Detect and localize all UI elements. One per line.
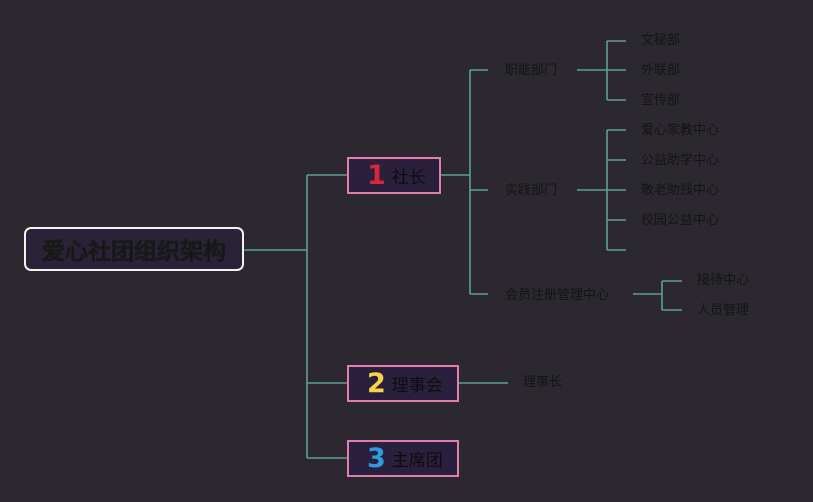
leaf-jinglao[interactable]: 敬老助残中心 (641, 183, 720, 198)
leaf-jiedai[interactable]: 接待中心 (697, 273, 750, 288)
subtopic-zhineng[interactable]: 职能部门 (505, 63, 558, 78)
topic-number-3: 3 (367, 443, 386, 474)
topic-shezhang-label: 社长 (391, 168, 426, 188)
topic-zhuxituan[interactable]: 3 主席团 (347, 440, 459, 477)
leaf-lishizhang[interactable]: 理事长 (523, 375, 563, 390)
leaf-xuanchuan[interactable]: 宣传部 (641, 93, 681, 108)
leaf-xiaoyuan[interactable]: 校园公益中心 (641, 213, 720, 228)
root-topic-label: 爱心社团组织架构 (42, 239, 227, 266)
topic-zhuxituan-label: 主席团 (391, 451, 443, 471)
root-topic[interactable]: 爱心社团组织架构 (24, 227, 244, 271)
leaf-renyuan[interactable]: 人员管理 (697, 303, 750, 318)
topic-lishihui-label: 理事会 (391, 376, 443, 396)
subtopic-huiyuan[interactable]: 会员注册管理中心 (505, 288, 610, 303)
leaf-jiajiao[interactable]: 爱心家教中心 (641, 123, 720, 138)
topic-lishihui[interactable]: 2 理事会 (347, 365, 459, 402)
leaf-wenmi[interactable]: 文秘部 (641, 33, 681, 48)
topic-number-1: 1 (367, 160, 386, 191)
subtopic-shijian[interactable]: 实践部门 (505, 183, 558, 198)
leaf-zhuxue[interactable]: 公益助学中心 (641, 153, 720, 168)
topic-shezhang[interactable]: 1 社长 (347, 157, 441, 194)
topic-number-2: 2 (367, 368, 386, 399)
leaf-wailian[interactable]: 外联部 (641, 63, 681, 78)
